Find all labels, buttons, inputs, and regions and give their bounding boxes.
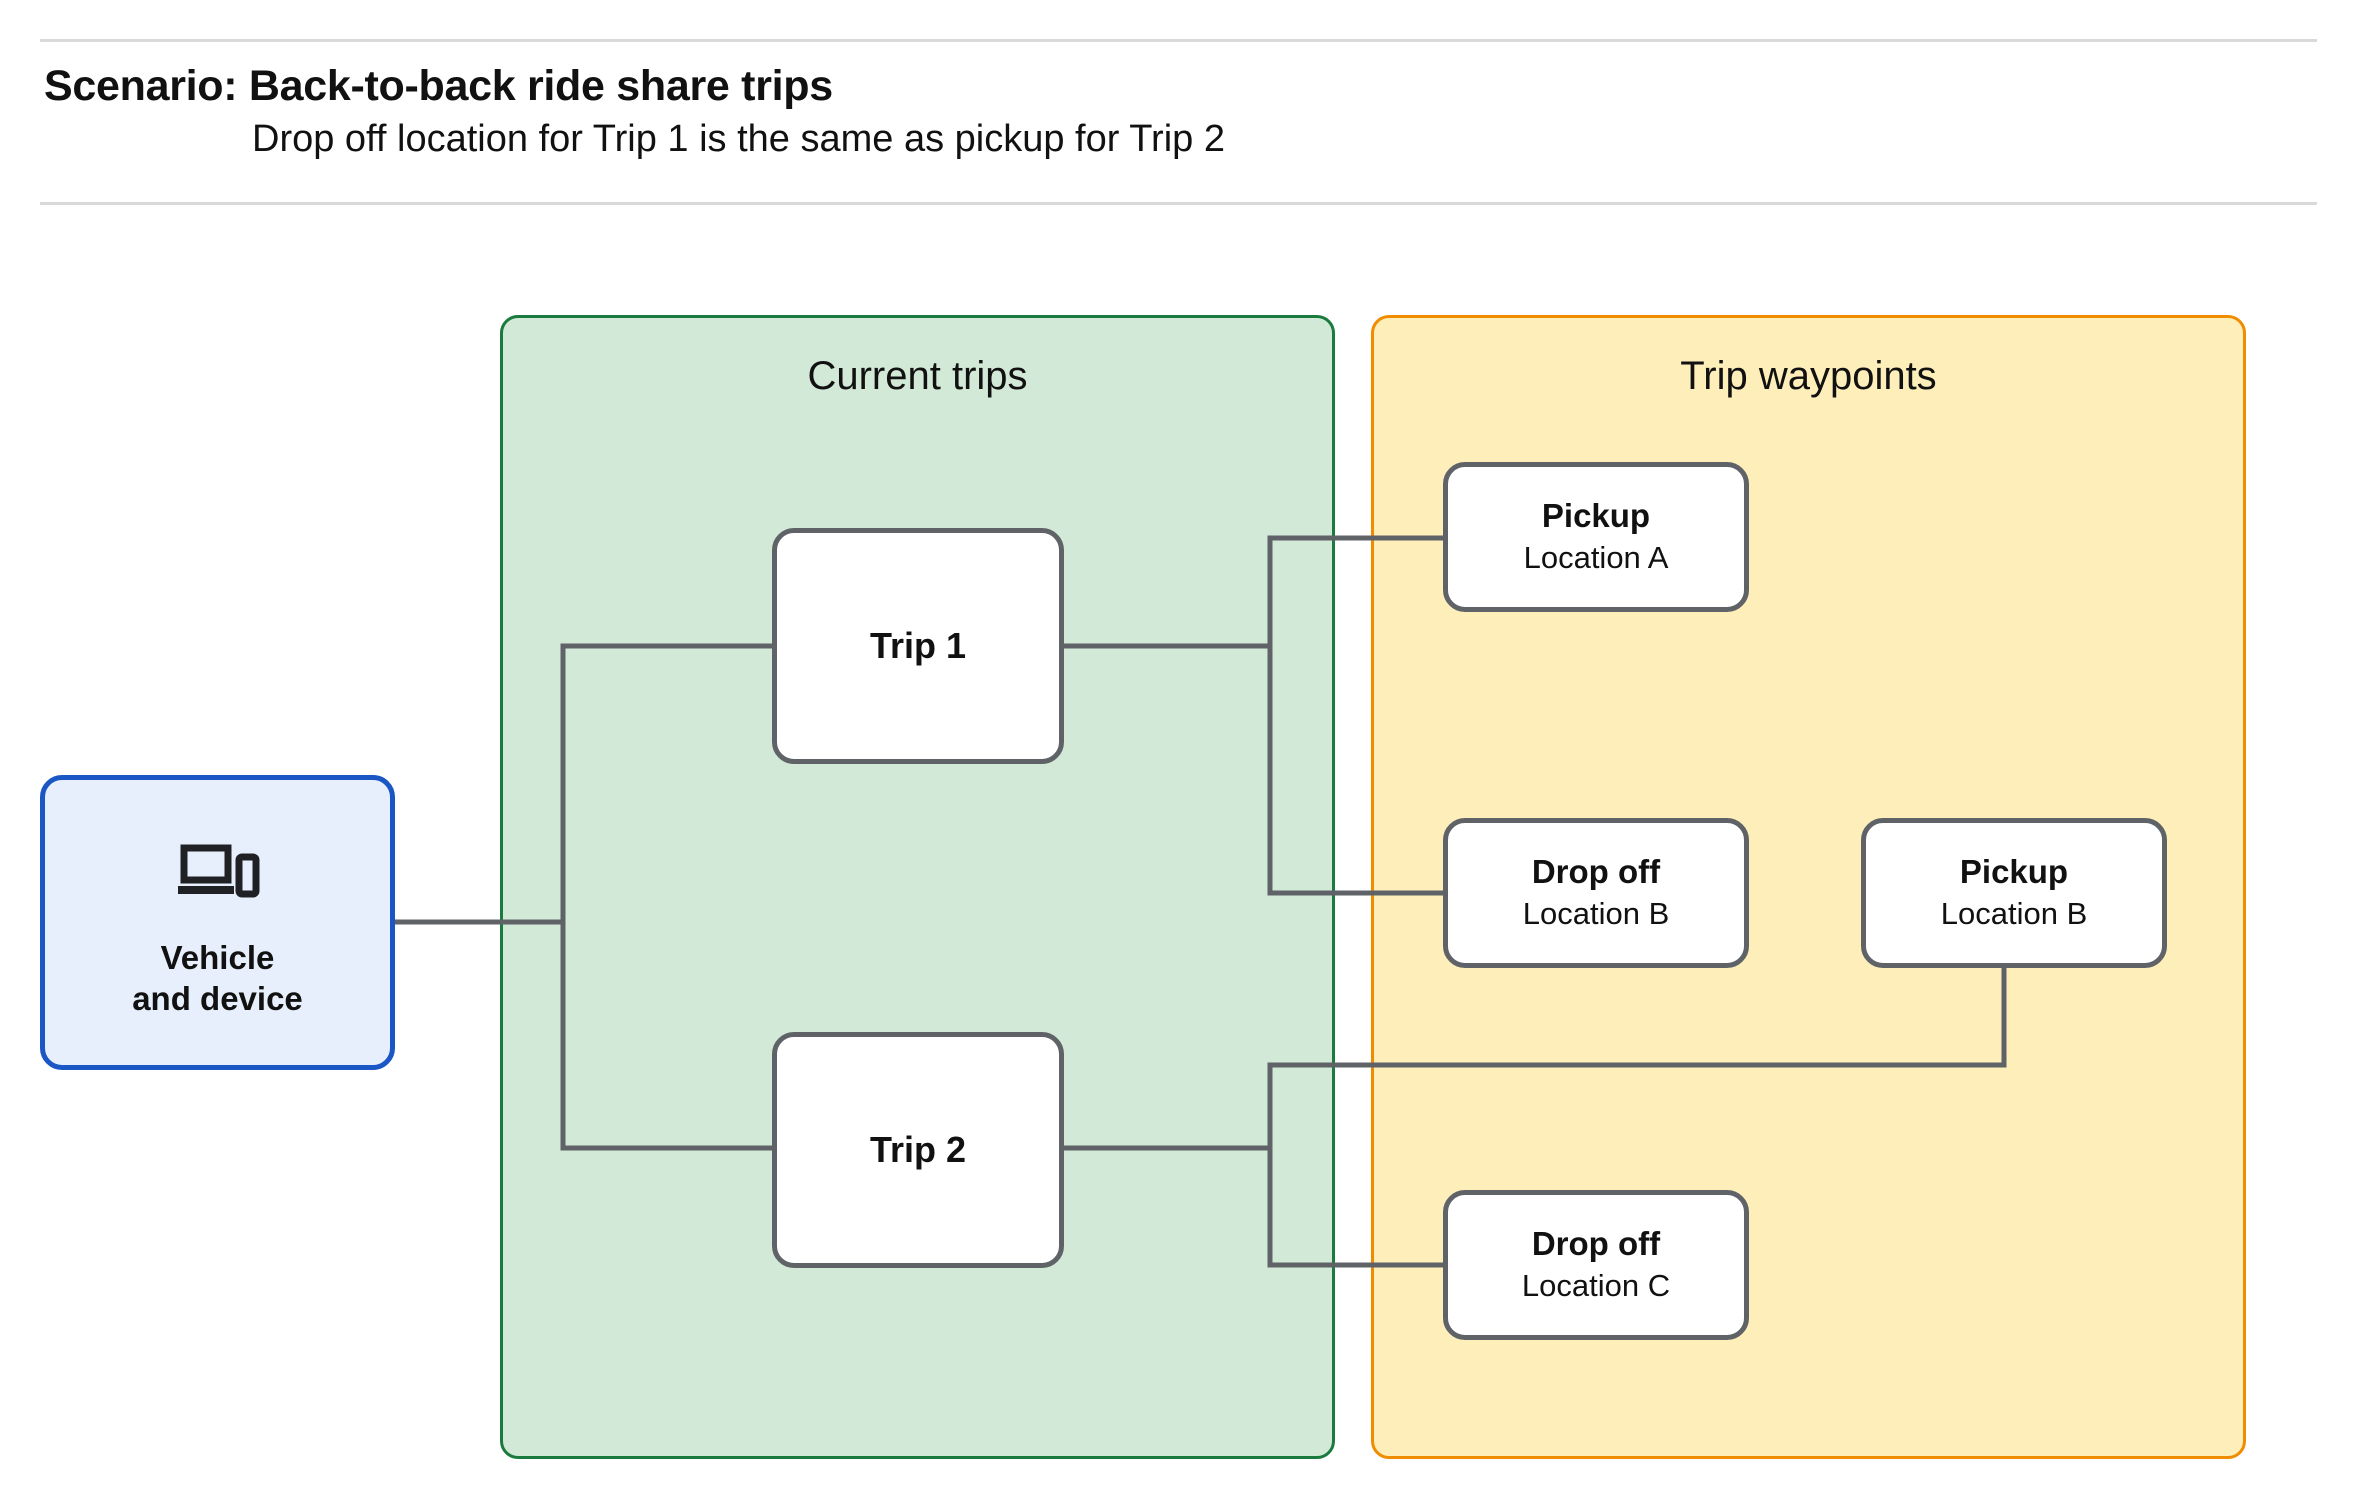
node-dropoff-location-c[interactable]: Drop off Location C: [1443, 1190, 1749, 1340]
group-current-trips: Current trips: [500, 315, 1335, 1459]
group-trip-waypoints-title: Trip waypoints: [1680, 354, 1937, 398]
page-subtitle: Drop off location for Trip 1 is the same…: [252, 118, 1225, 160]
page-title: Scenario: Back-to-back ride share trips: [44, 62, 833, 110]
laptop-and-phone-icon: [176, 840, 260, 904]
node-pickup-location-b[interactable]: Pickup Location B: [1861, 818, 2167, 968]
node-dropoff-c-title: Drop off: [1531, 1224, 1661, 1262]
node-trip-1[interactable]: Trip 1: [772, 528, 1064, 764]
node-trip-2-label: Trip 2: [869, 1129, 967, 1170]
node-pickup-a-title: Pickup: [1541, 496, 1651, 534]
node-dropoff-b-location: Location B: [1522, 895, 1670, 931]
header: Scenario: Back-to-back ride share trips …: [0, 0, 2357, 205]
node-dropoff-c-location: Location C: [1521, 1267, 1671, 1303]
vehicle-label-line1: Vehicle: [160, 939, 275, 977]
node-pickup-b-title: Pickup: [1959, 852, 2069, 890]
node-vehicle-and-device[interactable]: Vehicle and device: [40, 775, 395, 1070]
node-trip-2[interactable]: Trip 2: [772, 1032, 1064, 1268]
node-trip-1-label: Trip 1: [869, 625, 967, 666]
header-divider-bottom: [40, 202, 2317, 205]
header-divider-top: [40, 39, 2317, 42]
node-pickup-location-a[interactable]: Pickup Location A: [1443, 462, 1749, 612]
node-pickup-a-location: Location A: [1523, 539, 1669, 575]
node-dropoff-b-title: Drop off: [1531, 852, 1661, 890]
node-vehicle-label: Vehicle and device: [132, 938, 303, 1019]
group-current-trips-title: Current trips: [807, 354, 1028, 398]
node-dropoff-location-b[interactable]: Drop off Location B: [1443, 818, 1749, 968]
node-pickup-b-location: Location B: [1940, 895, 2088, 931]
vehicle-label-line2: and device: [132, 979, 303, 1017]
